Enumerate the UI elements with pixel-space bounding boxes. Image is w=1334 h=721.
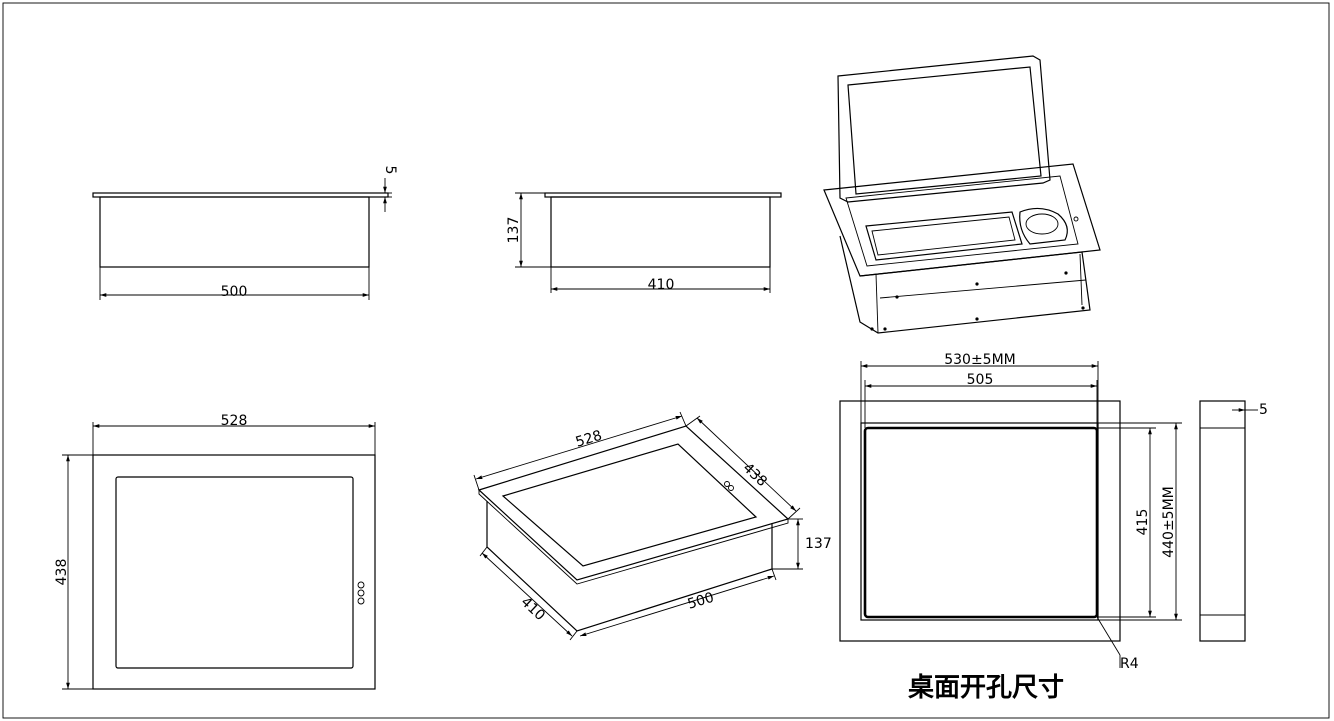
- cutout-inner: [863, 426, 1099, 619]
- iso-base-width-label: 500: [686, 590, 716, 613]
- cutout-inner-height-label: 415: [1135, 509, 1151, 536]
- iso-base-width-dimension: [579, 575, 775, 637]
- cutout-outer: [860, 422, 1099, 621]
- radius-label: R4: [1120, 656, 1139, 672]
- side-view: 137 410: [506, 192, 782, 293]
- isometric-render: [823, 55, 1101, 334]
- desk-surface: [839, 400, 1121, 642]
- front-body: [99, 196, 370, 268]
- side-depth-label: 410: [648, 277, 675, 293]
- top-view: 528 438: [54, 413, 376, 690]
- side-section-label: 5: [1259, 402, 1268, 418]
- side-height-label: 137: [506, 217, 522, 244]
- side-body: [550, 196, 771, 268]
- iso-base-depth-dimension: [481, 552, 573, 637]
- iso-depth-dimension: [696, 417, 797, 512]
- button-icon: [357, 581, 365, 589]
- radius-leader: [1096, 616, 1121, 656]
- top-plate: [823, 163, 1101, 277]
- storage-tray: [865, 211, 1023, 261]
- cutout-view: 530±5MM 505 415 440±5MM R4 5 桌面开孔尺寸: [839, 352, 1268, 703]
- isometric-view: 528 438 137 410 500: [473, 411, 832, 641]
- iso-depth-label: 438: [739, 460, 769, 490]
- front-view: 500 5: [92, 166, 398, 300]
- top-width-label: 528: [221, 413, 248, 429]
- cutout-outer-width-label: 530±5MM: [944, 352, 1016, 368]
- cup-holder: [1019, 207, 1068, 245]
- top-height-label: 438: [54, 559, 70, 586]
- side-flange: [544, 192, 782, 198]
- cutout-title: 桌面开孔尺寸: [908, 673, 1064, 703]
- iso-width-label: 528: [574, 428, 604, 451]
- lid-frame: [837, 55, 1051, 203]
- front-flange-label: 5: [382, 166, 398, 175]
- render-body: [839, 235, 1091, 334]
- lid-screen: [847, 66, 1042, 195]
- cutout-outer-height-label: 440±5MM: [1161, 486, 1177, 558]
- cutout-inner-width-label: 505: [967, 372, 994, 388]
- iso-height-label: 137: [805, 536, 832, 552]
- iso-width-dimension: [475, 415, 683, 480]
- iso-base-depth-label: 410: [517, 594, 547, 624]
- front-flange: [92, 192, 389, 198]
- side-section: [1199, 400, 1246, 642]
- top-outer: [92, 454, 376, 690]
- front-width-label: 500: [221, 284, 248, 300]
- top-window: [115, 476, 354, 669]
